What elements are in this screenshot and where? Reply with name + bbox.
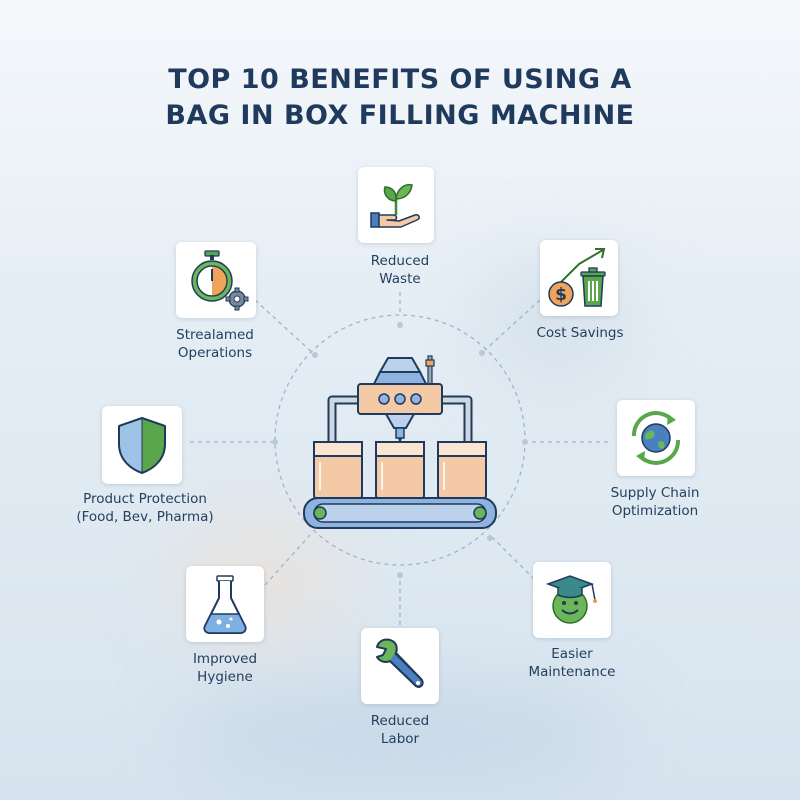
connector-easier-maintenance [489,534,541,586]
benefit-label-product-protection: Product Protection (Food, Bev, Pharma) [76,491,214,525]
dollar-trash-icon: $ [548,248,606,307]
benefit-card-cost-savings: $ [540,240,618,316]
benefit-card-streamlined-operations [176,242,256,318]
background-blur [180,690,620,780]
connector-improved-hygiene [264,534,311,586]
benefit-label-supply-chain: Supply Chain Optimization [610,485,700,519]
graduation-smile-icon [545,575,597,624]
wrench-icon [376,638,424,688]
benefit-card-easier-maintenance [533,562,611,638]
benefit-label-cost-savings: Cost Savings [536,325,624,341]
globe-cycle-icon [631,411,681,465]
title-line-2: BAG IN BOX FILLING MACHINE [165,100,635,131]
benefit-card-product-protection [102,406,182,484]
benefit-card-improved-hygiene [186,566,264,642]
benefit-label-reduced-waste: Reduced Waste [370,253,430,287]
stopwatch-gear-icon [191,250,249,311]
benefit-card-reduced-waste [358,167,434,243]
benefit-card-reduced-labor [361,628,439,704]
benefit-label-reduced-labor: Reduced Labor [370,713,430,747]
gear-icon [225,287,249,311]
benefit-label-easier-maintenance: Easier Maintenance [528,646,616,680]
flask-icon [203,575,247,634]
page-title: TOP 10 BENEFITS OF USING A BAG IN BOX FI… [0,62,800,134]
benefit-label-streamlined-operations: Strealamed Operations [176,327,254,361]
shield-icon [118,417,166,474]
title-line-1: TOP 10 BENEFITS OF USING A [168,64,632,95]
connector-streamlined-operations [254,299,316,356]
benefit-label-improved-hygiene: Improved Hygiene [192,651,258,685]
filling-machine-icon [303,355,497,529]
svg-text:$: $ [555,285,567,305]
hand-plant-icon [370,183,420,228]
benefit-card-supply-chain [617,400,695,476]
